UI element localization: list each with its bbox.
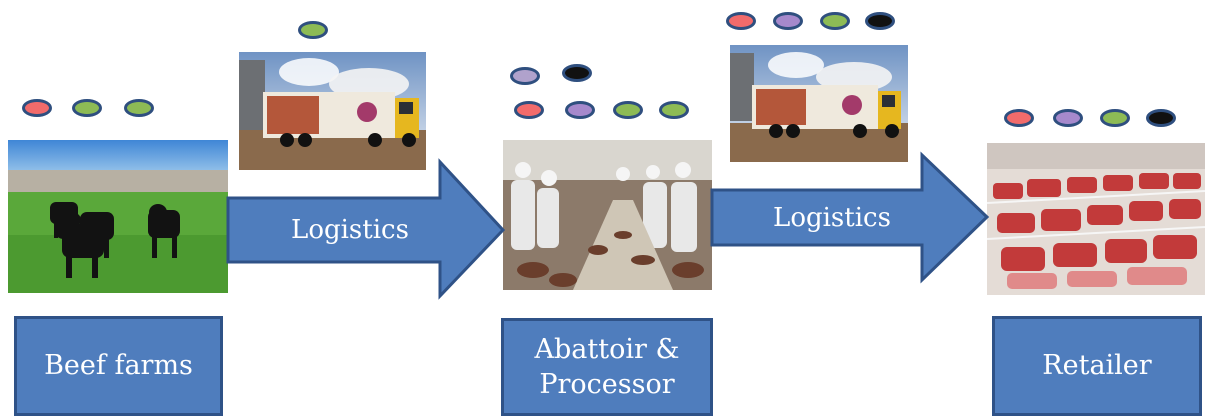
dot-green (613, 101, 643, 119)
dot-green (124, 99, 154, 117)
dot-green (820, 12, 850, 30)
logistics-label: Logistics (773, 203, 891, 233)
dot-purple (1053, 109, 1083, 127)
stage-box-beef-farms: Beef farms (14, 316, 223, 416)
delivery-truck-photo (239, 52, 426, 170)
dot-black (1146, 109, 1176, 127)
stage-box-abattoir-processor: Abattoir & Processor (501, 318, 713, 416)
dot-red (22, 99, 52, 117)
meat-processing-line-photo (503, 140, 712, 290)
dot-green (72, 99, 102, 117)
dot-purple (773, 12, 803, 30)
dot-black (562, 64, 592, 82)
cattle-farm-photo (8, 140, 228, 293)
dot-green (659, 101, 689, 119)
dot-lavender (510, 67, 540, 85)
dot-red (514, 101, 544, 119)
dot-purple (565, 101, 595, 119)
stage-box-retailer: Retailer (992, 316, 1202, 416)
dot-black (865, 12, 895, 30)
meat-retail-display-photo (987, 143, 1205, 295)
delivery-truck-photo (730, 45, 908, 162)
logistics-label: Logistics (291, 215, 409, 245)
dot-red (726, 12, 756, 30)
dot-green (298, 21, 328, 39)
dot-red (1004, 109, 1034, 127)
dot-green (1100, 109, 1130, 127)
